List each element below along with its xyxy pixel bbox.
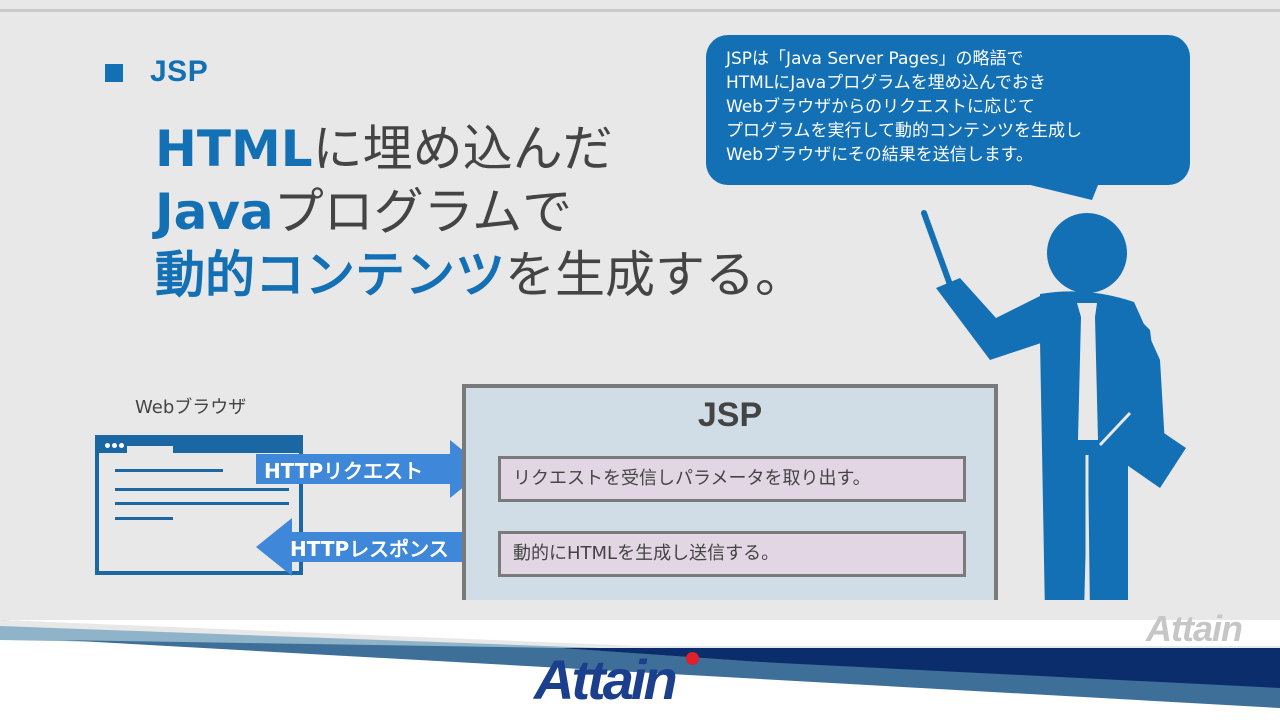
headline-highlight: HTML (155, 120, 313, 178)
speech-bubble: JSPは「Java Server Pages」の略語で HTMLにJavaプログ… (706, 35, 1190, 185)
speech-line: Webブラウザからのリクエストに応じて (726, 97, 1036, 117)
headline: HTMLに埋め込んだ Javaプログラムで 動的コンテンツを生成する。 (155, 118, 805, 307)
headline-highlight: 動的 (155, 246, 255, 304)
content-line (115, 488, 289, 491)
speech-line: JSPは「Java Server Pages」の略語で (726, 49, 1024, 69)
footer-band (0, 600, 1280, 720)
section-title: JSP (150, 55, 209, 88)
headline-line-1: HTMLに埋め込んだ (155, 118, 805, 181)
jsp-box: JSP リクエストを受信しパラメータを取り出す。 動的にHTMLを生成し送信する… (462, 384, 998, 610)
window-dot-icon (112, 443, 117, 448)
response-arrow-icon (256, 518, 488, 576)
speech-line: Webブラウザにその結果を送信します。 (726, 145, 1034, 165)
browser-tab (127, 446, 173, 454)
logo-dot-icon (686, 652, 699, 665)
headline-line-3: 動的コンテンツを生成する。 (155, 244, 805, 307)
headline-text: に埋め込んだ (312, 120, 613, 178)
browser-label: Webブラウザ (135, 397, 247, 418)
headline-highlight: Java (155, 183, 274, 241)
section-bullet-icon (105, 64, 123, 82)
headline-line-2: Javaプログラムで (155, 181, 805, 244)
window-dot-icon (105, 443, 110, 448)
content-line (115, 517, 173, 520)
browser-window-icon (95, 435, 303, 575)
response-arrow-label: HTTPレスポンス (290, 537, 449, 561)
step-receive-request: リクエストを受信しパラメータを取り出す。 (498, 456, 966, 502)
watermark-logo: Attain (1146, 608, 1243, 649)
request-arrow-label: HTTPリクエスト (264, 459, 424, 483)
window-dot-icon (119, 443, 124, 448)
speech-line: プログラムを実行して動的コンテンツを生成し (726, 121, 1082, 141)
content-line (115, 502, 289, 505)
step-generate-html: 動的にHTMLを生成し送信する。 (498, 531, 966, 577)
top-divider (0, 9, 1280, 12)
headline-text: を生成する。 (505, 246, 805, 304)
jsp-box-title: JSP (697, 396, 763, 434)
speech-line: HTMLにJavaプログラムを埋め込んでおき (726, 73, 1046, 93)
request-arrow-icon (256, 440, 486, 498)
headline-text: プログラムで (273, 183, 573, 241)
headline-highlight: コンテンツ (255, 246, 505, 304)
footer-logo: Attain (534, 648, 678, 711)
content-line (115, 469, 223, 472)
